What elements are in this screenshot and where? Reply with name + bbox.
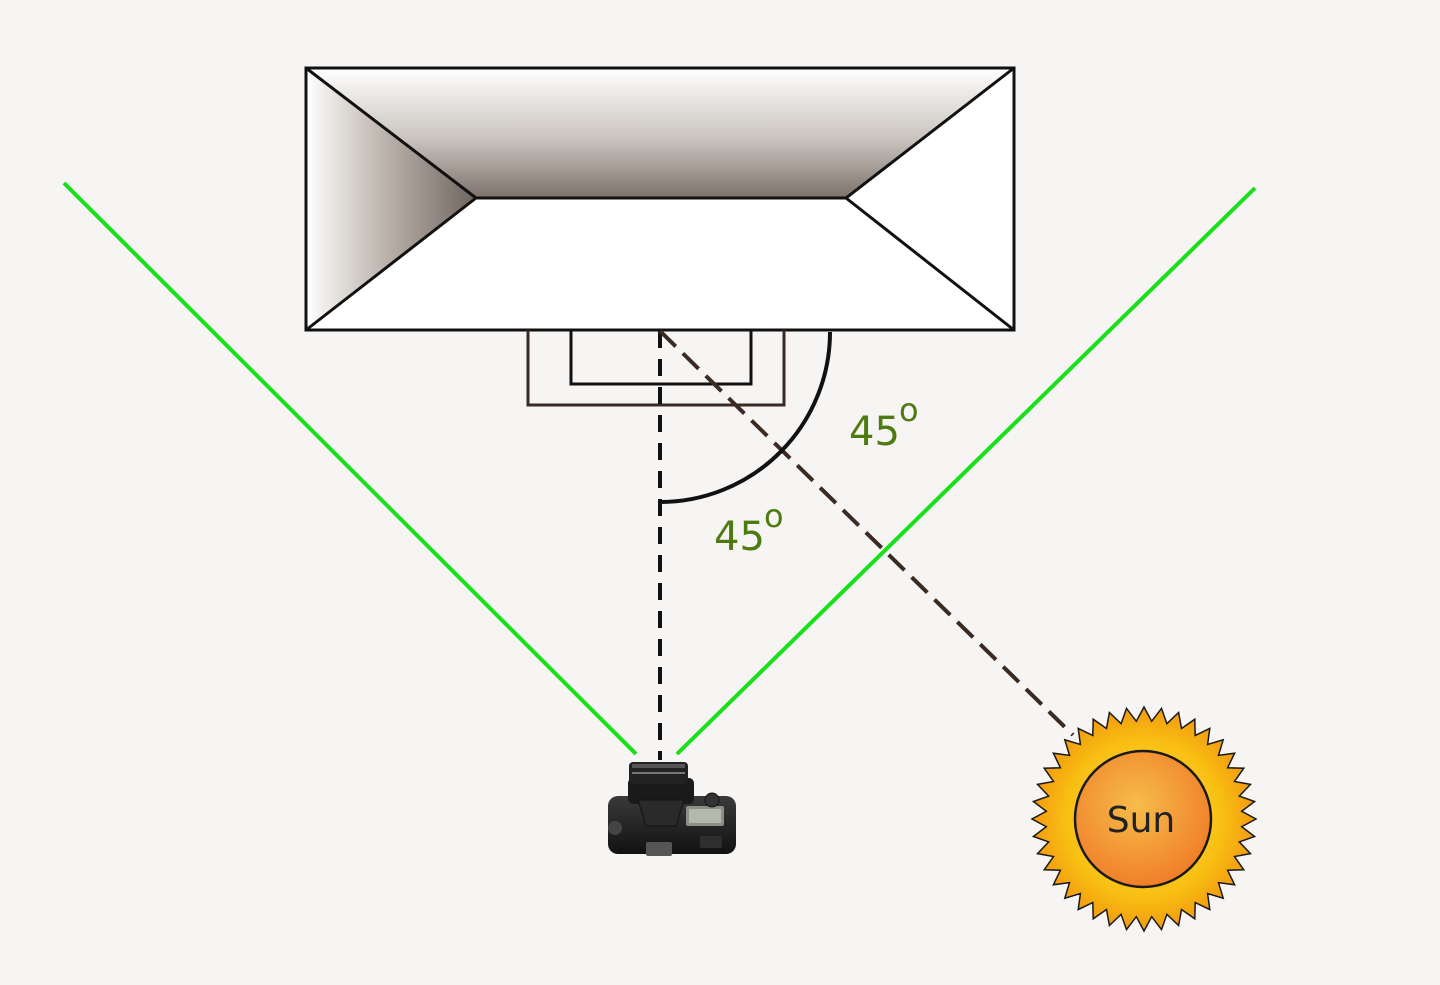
- roof-right-face: [846, 68, 1014, 330]
- field-of-view-left-line: [62, 181, 638, 756]
- camera-icon: [608, 762, 736, 856]
- roof-front-face: [306, 198, 1014, 330]
- roof-left-face: [306, 68, 476, 330]
- sun-label: Sun: [1107, 800, 1175, 841]
- roof-back-face: [306, 68, 1014, 198]
- roof-hip-left: [305, 196, 477, 332]
- sun-icon: Sun: [1030, 705, 1258, 933]
- angle-label-upper-degree: o: [899, 391, 919, 429]
- porch-outer: [526, 330, 786, 407]
- angle-label-lower-degree: o: [764, 497, 784, 535]
- angle-label-upper: 45: [849, 409, 900, 455]
- angle-arc: [659, 331, 832, 504]
- roof-outline: [304, 66, 1016, 332]
- house-roof: [304, 66, 1016, 332]
- field-of-view-right-line: [675, 186, 1257, 756]
- angle-label-lower: 45: [714, 514, 765, 560]
- porch-inner: [569, 330, 753, 386]
- sun-direction-dashed-line: [658, 329, 1075, 737]
- roof-hip-right: [845, 196, 1015, 332]
- roof-ridge-lines: [305, 66, 1015, 200]
